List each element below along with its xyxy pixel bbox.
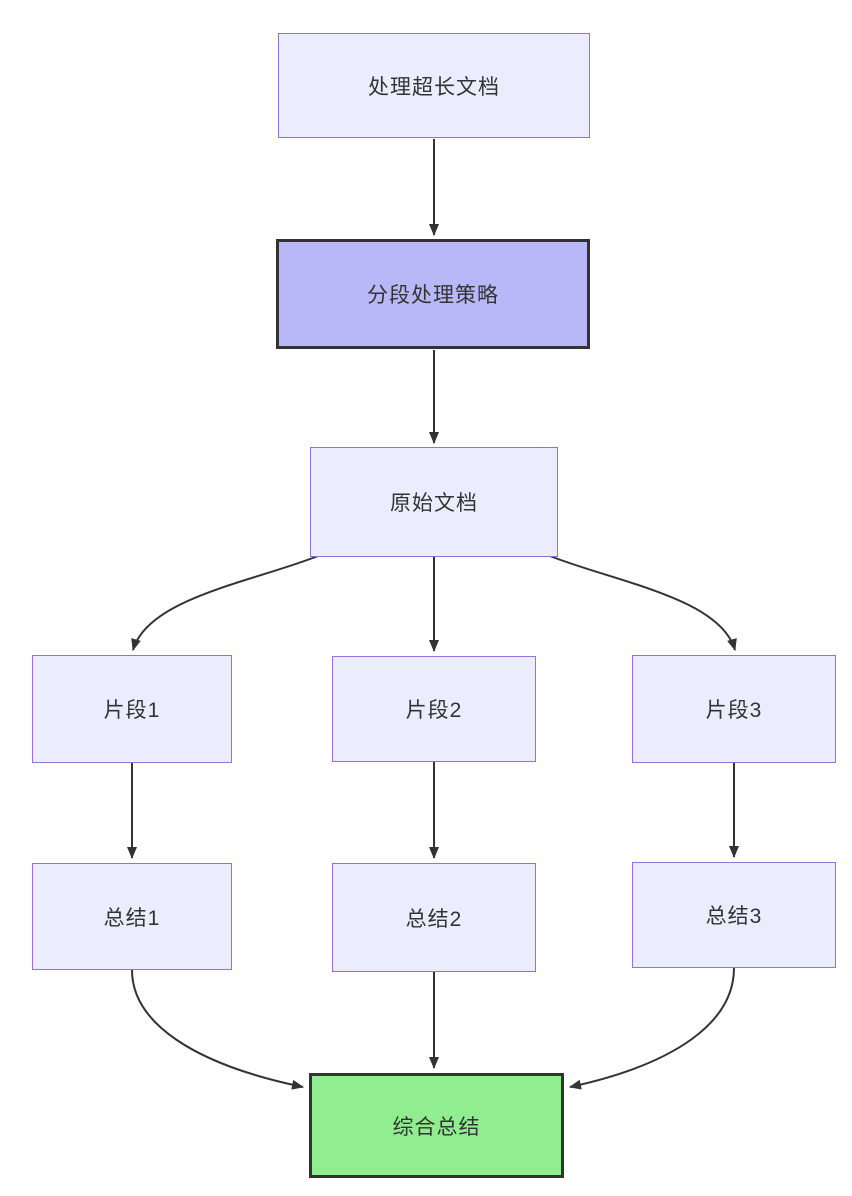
- node-fragment-3: 片段3: [632, 655, 836, 763]
- node-fragment-1: 片段1: [32, 655, 232, 763]
- node-strategy: 分段处理策略: [276, 239, 590, 349]
- edge-doc-frag1: [131, 555, 319, 651]
- node-summary-3: 总结3: [632, 862, 836, 968]
- node-fragment-3-label: 片段3: [705, 699, 763, 722]
- node-summary-3-label: 总结3: [705, 905, 763, 928]
- node-original-document: 原始文档: [310, 447, 558, 557]
- edge-sum1-final: [131, 969, 304, 1090]
- node-summary-1-label: 总结1: [103, 906, 161, 930]
- node-final-summary: 综合总结: [309, 1073, 564, 1178]
- node-summary-2-label: 总结2: [405, 907, 463, 931]
- node-fragment-2: 片段2: [332, 656, 536, 762]
- node-fragment-1-label: 片段1: [103, 699, 161, 722]
- node-task-label: 处理超长文档: [368, 75, 500, 99]
- node-final-summary-label: 综合总结: [392, 1115, 481, 1139]
- node-strategy-label: 分段处理策略: [367, 284, 499, 307]
- edge-doc-frag3: [549, 555, 737, 651]
- node-task: 处理超长文档: [278, 33, 590, 138]
- node-summary-2: 总结2: [332, 863, 536, 972]
- node-summary-1: 总结1: [32, 863, 232, 970]
- edge-sum3-final: [569, 967, 735, 1090]
- node-original-document-label: 原始文档: [390, 492, 478, 515]
- node-fragment-2-label: 片段2: [405, 699, 463, 722]
